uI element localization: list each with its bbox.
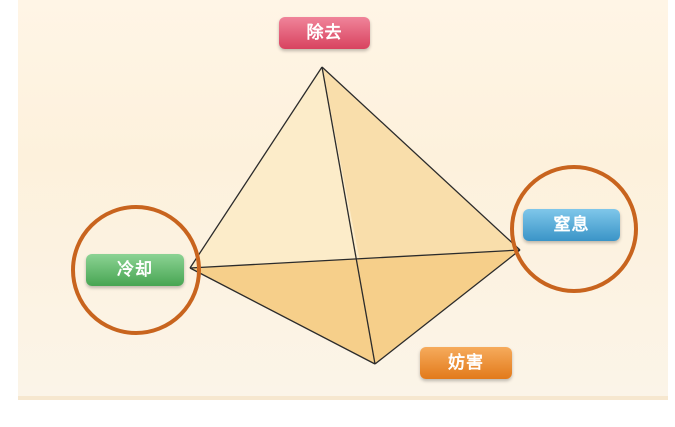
edge-apex-bottom bbox=[321, 66, 376, 365]
highlight-circle-suffocation bbox=[510, 165, 638, 293]
edge-apex-right bbox=[321, 66, 521, 251]
label-removal: 除去 bbox=[279, 17, 370, 49]
tetrahedron-face-bottom bbox=[190, 250, 520, 364]
highlight-circle-cooling bbox=[71, 205, 201, 335]
bottom-divider bbox=[18, 396, 668, 400]
edge-left-bottom bbox=[189, 267, 376, 365]
label-suffocation: 窒息 bbox=[523, 209, 620, 241]
label-cooling: 冷却 bbox=[86, 254, 184, 286]
edge-apex-left bbox=[189, 66, 323, 269]
edge-bottom-right bbox=[374, 249, 521, 365]
tetrahedron-face-left bbox=[190, 67, 360, 268]
label-hindrance: 妨害 bbox=[420, 347, 512, 379]
edge-left-right bbox=[189, 249, 521, 269]
tetrahedron-face-right bbox=[322, 67, 520, 262]
